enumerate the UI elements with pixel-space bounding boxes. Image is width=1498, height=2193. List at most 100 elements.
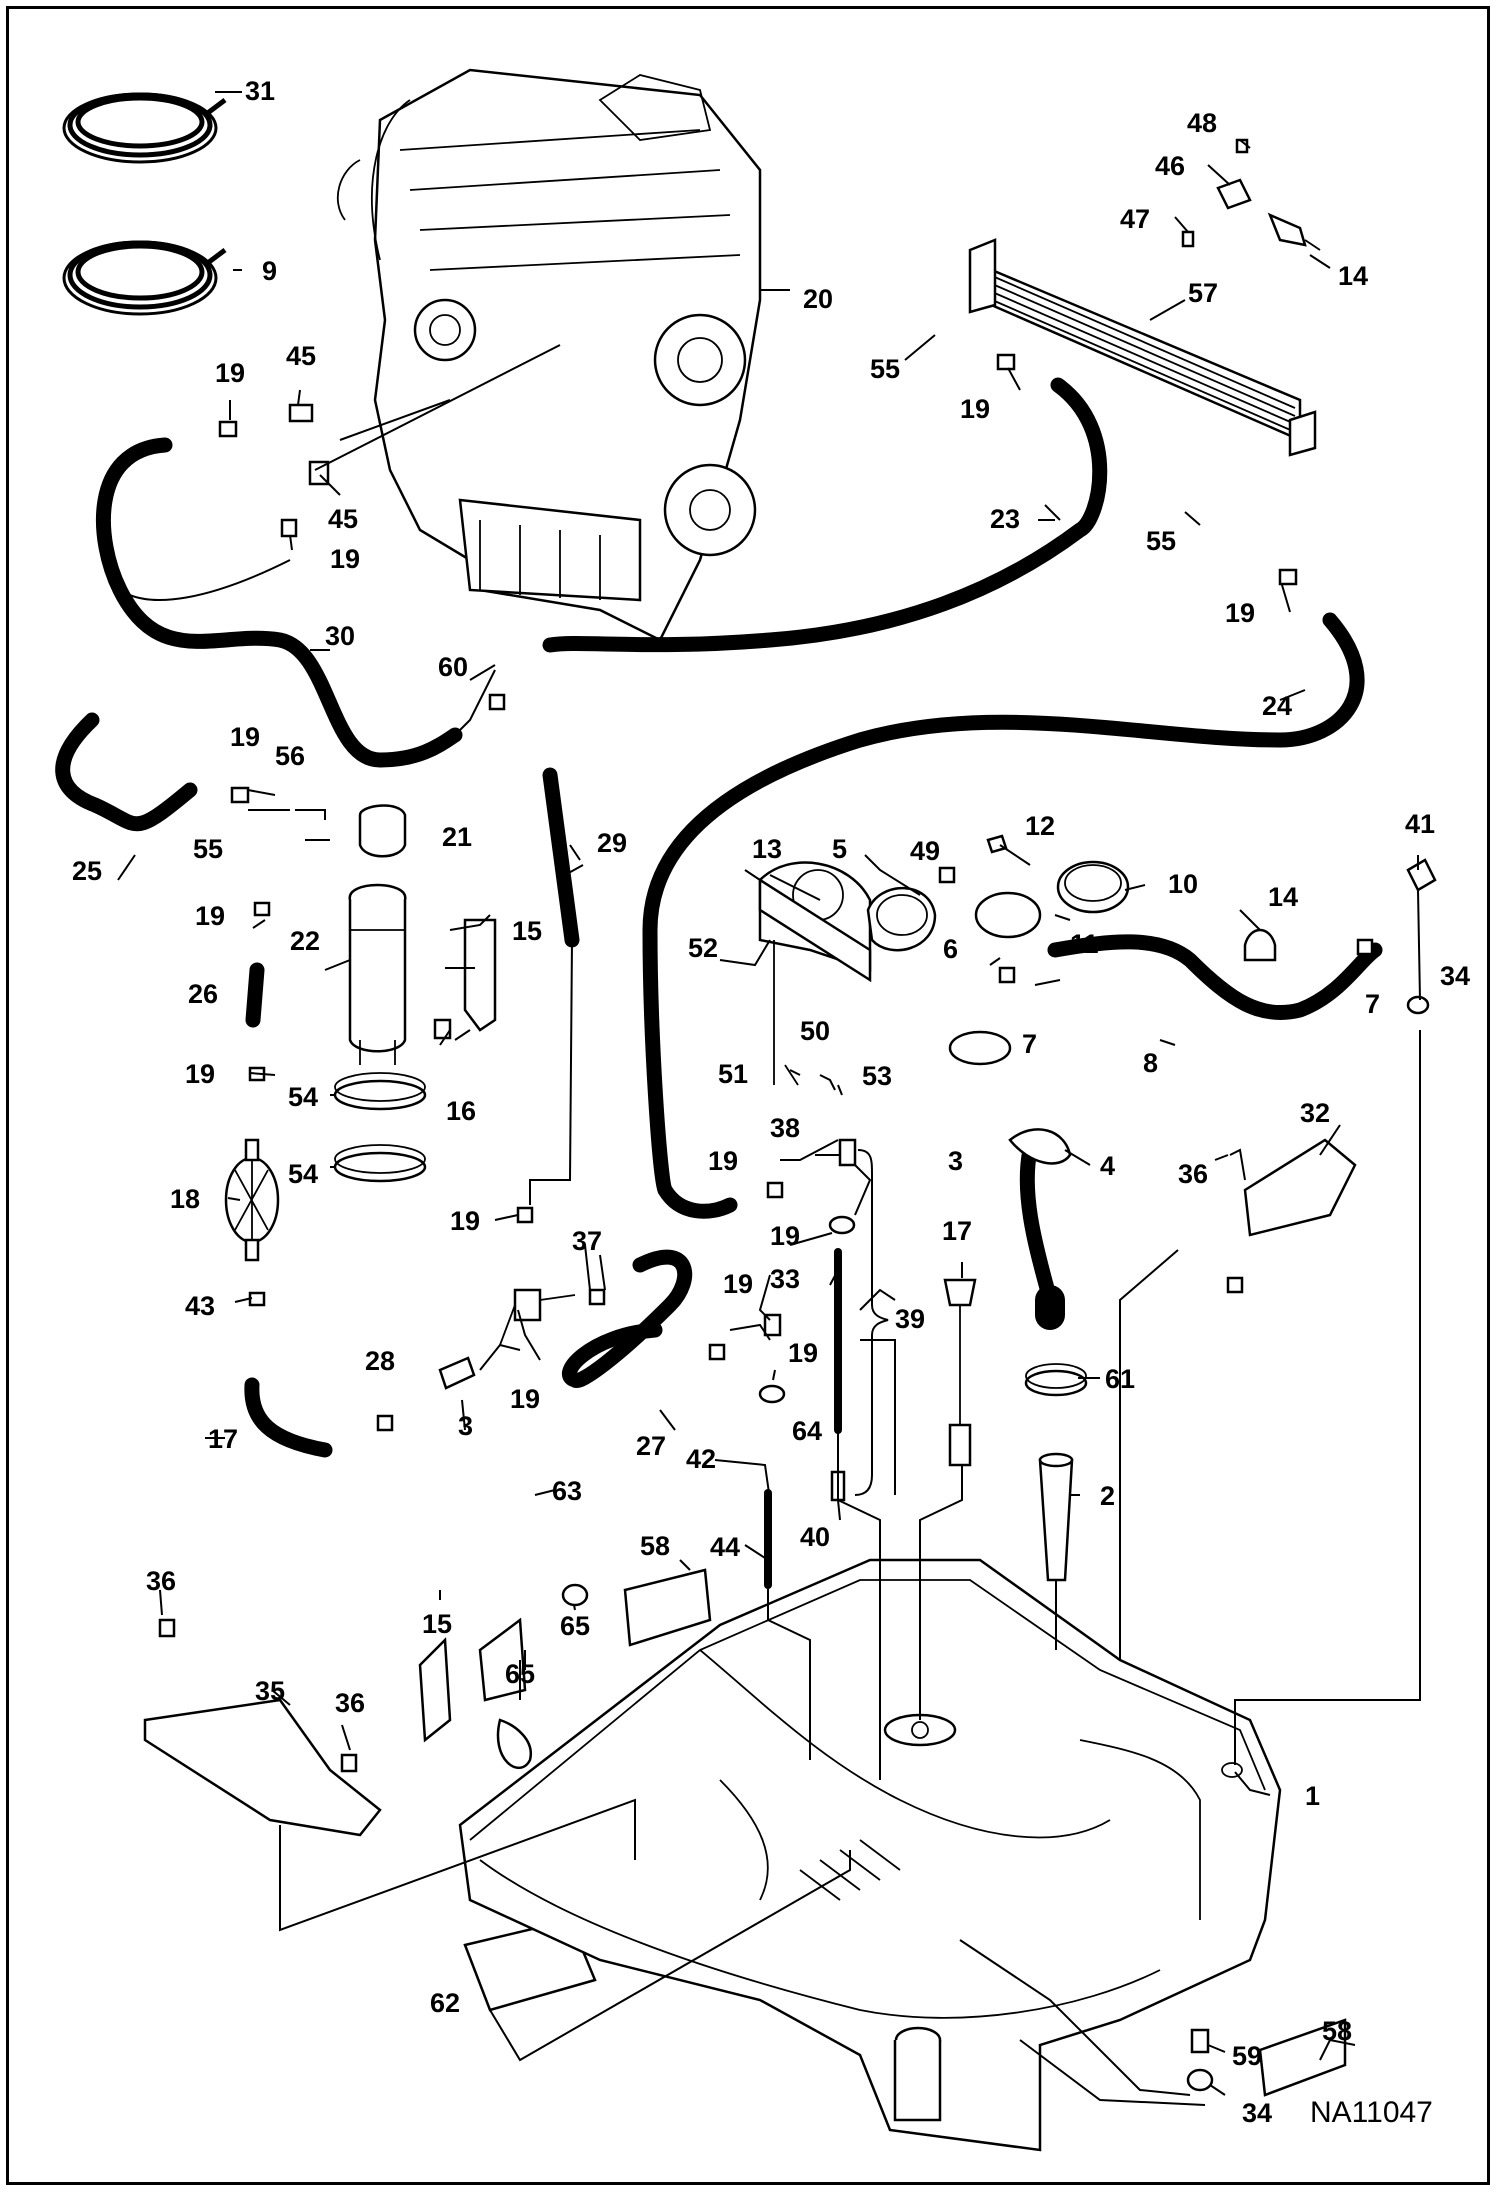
callout-19: 37 bbox=[572, 1226, 602, 1256]
callout-50: 50 bbox=[800, 1016, 830, 1046]
callout-40: 40 bbox=[800, 1522, 830, 1552]
callout-1: 1 bbox=[1305, 1781, 1320, 1811]
callout-17: 64 bbox=[792, 1416, 822, 1446]
callout-54: 54 bbox=[288, 1082, 318, 1112]
callout-5: 5 bbox=[832, 834, 847, 864]
callout-14: 14 bbox=[1338, 261, 1368, 291]
callout-25: 25 bbox=[72, 856, 102, 886]
callout-15: 15 bbox=[422, 1609, 452, 1639]
fuel-cooler bbox=[968, 238, 1317, 457]
callout-55: 55 bbox=[193, 834, 223, 864]
hose-clamps bbox=[218, 353, 1374, 1432]
callout-labels: 31 9 20 48 46 47 14 57 55 19 19 45 45 19… bbox=[72, 76, 1470, 2129]
callout-30: 30 bbox=[325, 621, 355, 651]
callout-52: 52 bbox=[688, 933, 718, 963]
callout-23: 23 bbox=[990, 504, 1020, 534]
callout-45: 45 bbox=[286, 341, 316, 371]
fuel-filter-assembly bbox=[333, 804, 497, 1183]
callout-33: 17 bbox=[942, 1216, 972, 1246]
callout-19: 19 bbox=[960, 394, 990, 424]
callout-48: 48 bbox=[1187, 108, 1217, 138]
callout-45: 45 bbox=[328, 504, 358, 534]
callout-57: 57 bbox=[1188, 278, 1218, 308]
callout-36: 36 bbox=[335, 1688, 365, 1718]
callout-47: 47 bbox=[1120, 204, 1150, 234]
drawing-code: NA11047 bbox=[1310, 2096, 1433, 2129]
callout-26: 26 bbox=[188, 979, 218, 1009]
drain-plugs bbox=[1186, 2028, 1214, 2092]
callout-44: 44 bbox=[710, 1532, 740, 1562]
callout-7: 7 bbox=[1022, 1029, 1037, 1059]
heat-shields bbox=[143, 1138, 1357, 1837]
callout-24: 24 bbox=[1262, 691, 1292, 721]
callout-19: 19 bbox=[215, 358, 245, 388]
callout-27: 27 bbox=[636, 1431, 666, 1461]
callout-19: 28 bbox=[365, 1346, 395, 1376]
callout-59: 59 bbox=[1232, 2041, 1262, 2071]
callout-13: 13 bbox=[752, 834, 782, 864]
callout-19: 19 bbox=[723, 1269, 753, 1299]
callout-60: 60 bbox=[438, 652, 468, 682]
callout-38: 38 bbox=[770, 1113, 800, 1143]
callout-14: 14 bbox=[1268, 882, 1298, 912]
callout-2: 2 bbox=[1100, 1481, 1115, 1511]
callout-64: 3 bbox=[458, 1411, 473, 1441]
callout-19: 19 bbox=[185, 1059, 215, 1089]
callout-51: 51 bbox=[718, 1059, 748, 1089]
callout-55: 55 bbox=[870, 354, 900, 384]
callout-3: 3 bbox=[948, 1146, 963, 1176]
fittings bbox=[438, 858, 1437, 1502]
filler-neck-assembly bbox=[758, 834, 1277, 1086]
callout-19: 19 bbox=[1225, 598, 1255, 628]
fuel-tank bbox=[458, 1558, 1282, 2152]
callout-19: 19 bbox=[195, 901, 225, 931]
callout-58: 58 bbox=[1322, 2016, 1352, 2046]
coiled-hose-31 bbox=[62, 92, 227, 164]
callout-41: 41 bbox=[1405, 809, 1435, 839]
callout-32: 32 bbox=[1300, 1098, 1330, 1128]
callout-9: 9 bbox=[262, 256, 277, 286]
check-valve-fittings bbox=[1181, 138, 1321, 251]
callout-20: 20 bbox=[803, 284, 833, 314]
callout-19: 19 bbox=[708, 1146, 738, 1176]
callout-42: 42 bbox=[686, 1444, 716, 1474]
primer-bulb bbox=[224, 1138, 280, 1262]
callout-55: 55 bbox=[1146, 526, 1176, 556]
callout-29: 29 bbox=[597, 828, 627, 858]
leader-lines bbox=[117, 91, 1421, 2106]
callout-36: 36 bbox=[1178, 1159, 1208, 1189]
callout-34: 34 bbox=[1440, 961, 1470, 991]
callout-19: 43 bbox=[185, 1291, 215, 1321]
callout-17: 19 bbox=[770, 1221, 800, 1251]
callout-19: 19 bbox=[330, 544, 360, 574]
filler-strainer bbox=[1024, 1363, 1088, 1582]
callout-6: 6 bbox=[943, 934, 958, 964]
callout-65: 65 bbox=[505, 1659, 535, 1689]
callout-43: 19 bbox=[788, 1338, 818, 1368]
callout-62: 62 bbox=[430, 1988, 460, 2018]
callout-11: 11 bbox=[1070, 929, 1099, 959]
fuel-sender bbox=[943, 1278, 977, 1467]
callout-18: 18 bbox=[170, 1184, 200, 1214]
callout-53: 53 bbox=[862, 1061, 892, 1091]
callout-10: 10 bbox=[1168, 869, 1198, 899]
callout-28: 17 bbox=[208, 1424, 238, 1454]
callout-12: 12 bbox=[1025, 811, 1055, 841]
callout-61: 19 bbox=[510, 1384, 540, 1414]
callout-63: 63 bbox=[552, 1476, 582, 1506]
callout-4: 4 bbox=[1100, 1151, 1115, 1181]
group-brace-37 bbox=[854, 1149, 889, 1496]
callout-16: 16 bbox=[446, 1096, 476, 1126]
callout-19: 19 bbox=[450, 1206, 480, 1236]
callout-36: 36 bbox=[146, 1566, 176, 1596]
callout-49: 49 bbox=[910, 836, 940, 866]
callout-21: 21 bbox=[442, 822, 472, 852]
coiled-hose-9 bbox=[62, 240, 227, 316]
callout-39: 33 bbox=[770, 1264, 800, 1294]
callout-8: 8 bbox=[1143, 1048, 1158, 1078]
callout-31: 31 bbox=[245, 76, 275, 106]
callout-58: 58 bbox=[640, 1531, 670, 1561]
callout-19: 19 bbox=[230, 722, 260, 752]
callout-7: 7 bbox=[1365, 989, 1380, 1019]
